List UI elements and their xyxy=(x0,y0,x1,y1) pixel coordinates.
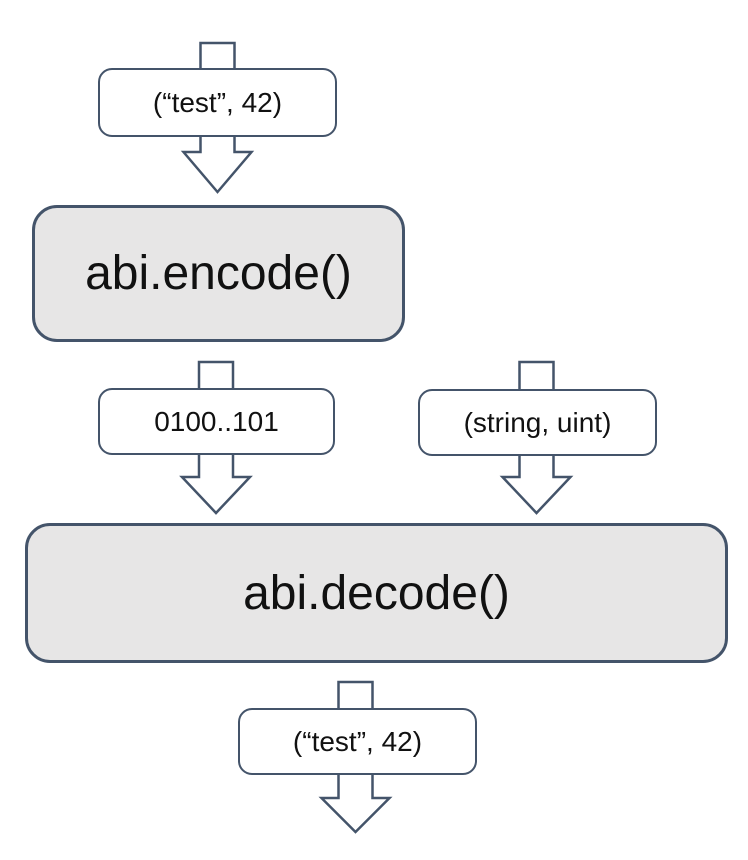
output-tuple-label: (“test”, 42) xyxy=(238,708,477,775)
abi-encode-text: abi.encode() xyxy=(85,247,352,300)
types-tuple-text: (string, uint) xyxy=(463,406,612,438)
abi-decode-box: abi.decode() xyxy=(25,523,728,663)
output-tuple-text: (“test”, 42) xyxy=(292,725,423,757)
encoded-bytes-label: 0100..101 xyxy=(98,388,335,455)
types-tuple-label: (string, uint) xyxy=(418,389,657,456)
encoded-bytes-text: 0100..101 xyxy=(154,405,279,437)
input-tuple-label: (“test”, 42) xyxy=(98,68,337,137)
abi-decode-text: abi.decode() xyxy=(243,566,510,620)
abi-encode-box: abi.encode() xyxy=(32,205,405,342)
input-tuple-text: (“test”, 42) xyxy=(152,86,283,118)
